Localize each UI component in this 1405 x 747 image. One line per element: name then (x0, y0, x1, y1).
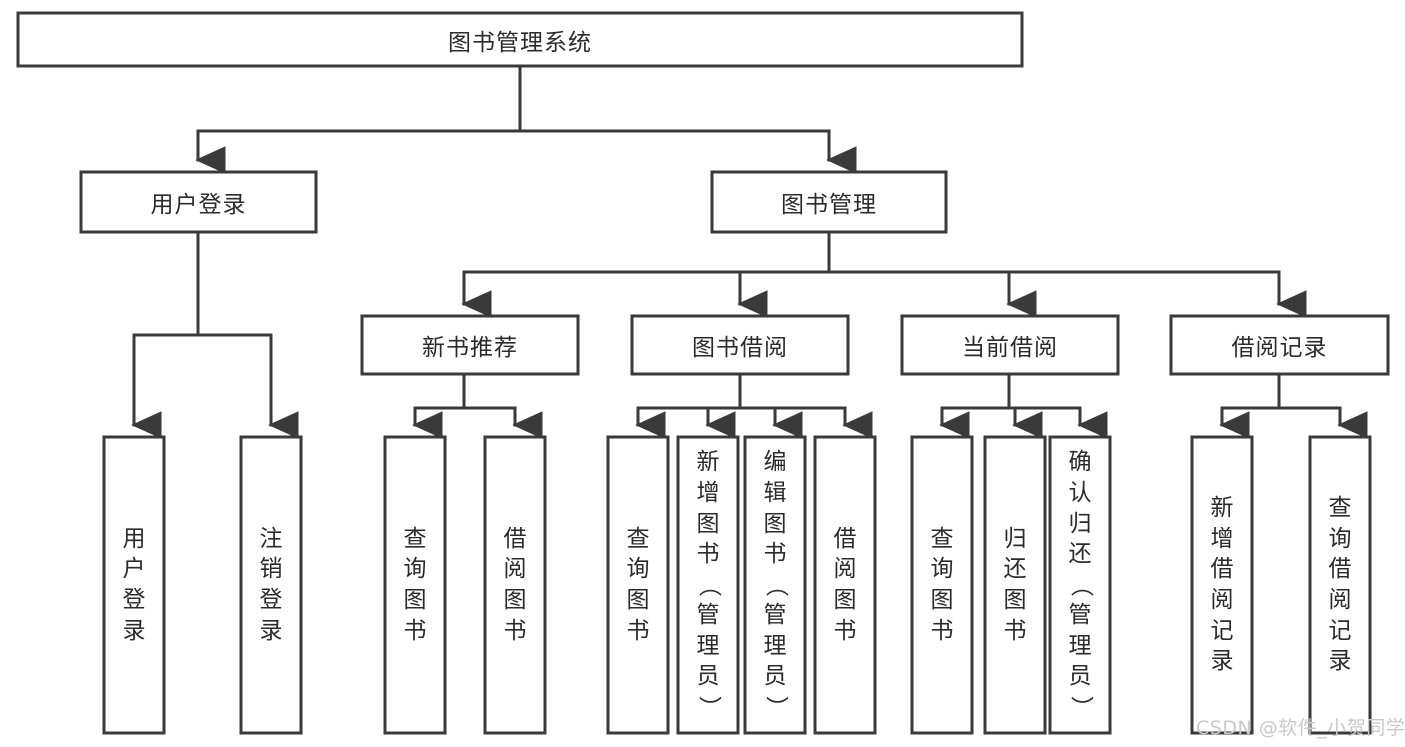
box-leaf-borrow-book-rec[interactable] (483, 435, 547, 735)
box-leaf-query-book-c[interactable] (910, 435, 974, 735)
box-book-borrow[interactable] (630, 314, 850, 376)
box-current-borrow[interactable] (900, 314, 1120, 376)
box-root[interactable] (16, 11, 1024, 68)
box-leaf-borrow-book-b[interactable] (813, 435, 877, 735)
box-leaf-return-book[interactable] (983, 435, 1047, 735)
box-user-login[interactable] (79, 170, 318, 234)
csdn-watermark: CSDN @软件_小贺同学 (1196, 717, 1405, 739)
box-leaf-query-book-b[interactable] (606, 435, 670, 735)
box-book-manage[interactable] (710, 170, 948, 234)
box-new-book-recommend[interactable] (360, 314, 580, 376)
box-leaf-confirm-return[interactable] (1048, 435, 1112, 735)
box-leaf-edit-book[interactable] (743, 435, 807, 735)
box-borrow-record[interactable] (1169, 314, 1390, 376)
box-leaf-logout[interactable] (239, 435, 303, 735)
box-leaf-add-book[interactable] (676, 435, 740, 735)
box-leaf-query-book-rec[interactable] (383, 435, 447, 735)
box-leaf-query-record[interactable] (1308, 435, 1372, 735)
box-leaf-user-login[interactable] (102, 435, 166, 735)
box-leaf-add-record[interactable] (1190, 435, 1254, 735)
